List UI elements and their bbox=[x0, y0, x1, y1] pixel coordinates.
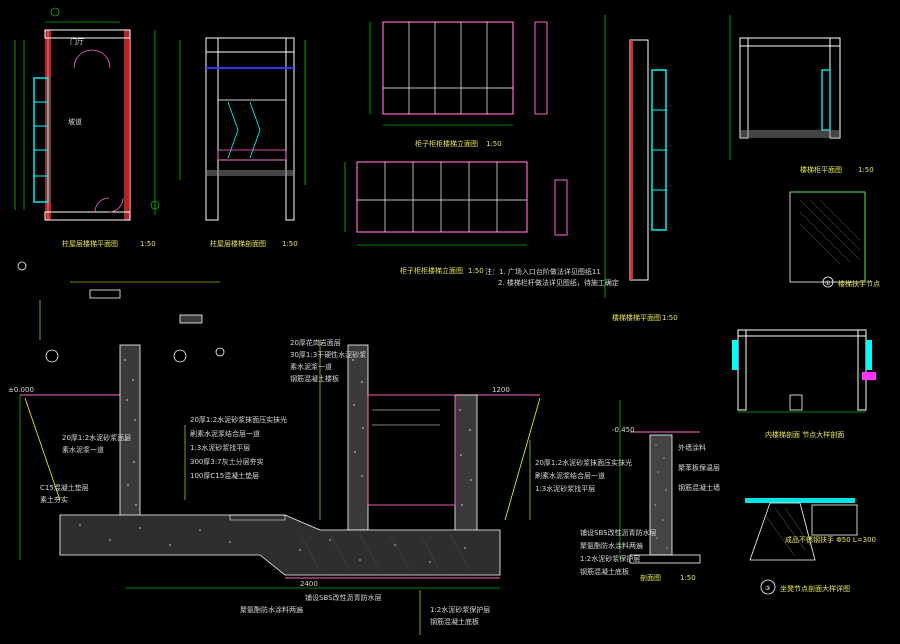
detail-1-label: 楼梯扶手节点 bbox=[838, 279, 880, 288]
main-far-left-3: C15混凝土垫层 bbox=[40, 483, 89, 492]
main-bottom-note-1: 铺设SBS改性沥青防水层 bbox=[305, 593, 382, 602]
section-doors-title: 柱屋层楼梯剖面图 bbox=[210, 239, 266, 248]
lower-right-note-1: 铺设SBS改性沥青防水层 bbox=[580, 528, 657, 537]
view-cabinet-elevation-a: 柜子柜柜楼梯立面图 1:50 bbox=[369, 21, 548, 148]
view-cabinet-elevation-b: 柜子柜柜楼梯立面图 1:50 注：1. 广场入口台阶做法详见图纸11 2. 楼梯… bbox=[344, 161, 619, 287]
view-main-section: ±0.000 2400 1200 20厚1:2水泥砂浆抹面压实抹光 刷素水泥浆结… bbox=[8, 338, 657, 635]
plan-left-scale: 1:50 bbox=[140, 240, 156, 248]
detail-3-title: 坐凳节点剖面大样详图 bbox=[780, 584, 850, 593]
main-far-left-1: 20厚1:2水泥砂浆面层 bbox=[62, 433, 131, 442]
main-top-note-4: 钢筋混凝土楼板 bbox=[290, 374, 339, 383]
note-line-1: 注：1. 广场入口台阶做法详见图纸11 bbox=[485, 267, 601, 276]
main-dim-bottom: 2400 bbox=[300, 580, 318, 588]
small-section-scale: 1:50 bbox=[680, 574, 696, 582]
view-small-section: 剖面图 1:50 外墙涂料 聚苯板保温层 钢筋混凝土墙 bbox=[619, 400, 720, 582]
main-bottom-note-4: 钢筋混凝土底板 bbox=[430, 617, 479, 626]
main-bottom-note-3: 1:2水泥砂浆保护层 bbox=[430, 605, 490, 614]
main-top-note-2: 30厚1:3干硬性水泥砂浆 bbox=[290, 350, 366, 359]
section-doors-scale: 1:50 bbox=[282, 240, 298, 248]
lower-right-note-3: 1:2水泥砂浆保护层 bbox=[580, 554, 640, 563]
right-mid-title: 内楼梯剖面 节点大样剖面 bbox=[765, 430, 844, 439]
view-section-upper-right: 楼梯柜平面图 1:50 bbox=[729, 15, 874, 174]
main-left-note-4: 300厚3:7灰土分层夯实 bbox=[190, 457, 264, 466]
main-left-note-3: 1:3水泥砂浆找平层 bbox=[190, 443, 250, 452]
lower-right-note-4: 钢筋混凝土底板 bbox=[580, 567, 629, 576]
small-right-1: 外墙涂料 bbox=[678, 443, 706, 452]
view-detail-3: 成品不锈钢扶手 Φ50 L=300 ③ 坐凳节点剖面大样详图 bbox=[745, 498, 876, 595]
main-right-note-1: 20厚1:2水泥砂浆抹面压实抹光 bbox=[535, 458, 632, 467]
main-level-top: ±0.000 bbox=[8, 386, 34, 394]
plan-left-title: 柱屋层楼梯平面图 bbox=[62, 239, 118, 248]
detail-3-number: ③ bbox=[765, 585, 770, 592]
view-plan-left: 门厅 坡道 柱屋层楼梯平面图 1:50 bbox=[14, 7, 160, 248]
small-right-2: 聚苯板保温层 bbox=[678, 463, 720, 472]
main-bottom-note-2: 聚氨酯防水涂料两遍 bbox=[240, 605, 303, 614]
plan-left-label-top: 门厅 bbox=[70, 37, 84, 46]
plan-left-label-mid: 坡道 bbox=[68, 117, 82, 126]
main-left-note-2: 刷素水泥浆结合层一道 bbox=[190, 429, 260, 438]
view-detail-1: ① 楼梯扶手节点 bbox=[789, 191, 880, 288]
main-top-note-3: 素水泥浆一道 bbox=[290, 362, 332, 371]
detail-1-number: ① bbox=[825, 280, 830, 287]
main-right-note-2: 刷素水泥浆结合层一道 bbox=[535, 471, 605, 480]
main-right-note-3: 1:3水泥砂浆找平层 bbox=[535, 484, 595, 493]
upper-right-scale: 1:50 bbox=[858, 166, 874, 174]
side-elev-scale: 1:50 bbox=[662, 314, 678, 322]
view-side-elevation: 楼梯楼梯平面图 1:50 bbox=[604, 15, 678, 322]
lower-right-note-2: 聚氨酯防水涂料两遍 bbox=[580, 541, 643, 550]
small-section-title: 剖面图 bbox=[640, 573, 661, 582]
elev-b-title: 柜子柜柜楼梯立面图 bbox=[400, 266, 463, 275]
lower-right-level: -0.450 bbox=[612, 426, 635, 434]
view-section-doors: 柱屋层楼梯剖面图 1:50 bbox=[179, 37, 306, 248]
main-far-left-2: 素水泥浆一道 bbox=[62, 445, 104, 454]
view-edge-detail bbox=[17, 261, 220, 340]
elev-b-scale: 1:50 bbox=[468, 267, 484, 275]
main-top-note-1: 20厚花岗岩面层 bbox=[290, 338, 341, 347]
side-elev-title: 楼梯楼梯平面图 bbox=[612, 313, 661, 322]
detail-3-callout: 成品不锈钢扶手 Φ50 L=300 bbox=[785, 535, 876, 544]
small-right-3: 钢筋混凝土墙 bbox=[678, 483, 720, 492]
note-line-2: 2. 楼梯栏杆做法详见图纸，待施工确定 bbox=[498, 278, 619, 287]
main-left-note-1: 20厚1:2水泥砂浆抹面压实抹光 bbox=[190, 415, 287, 424]
elev-a-scale: 1:50 bbox=[486, 140, 502, 148]
main-far-left-4: 素土夯实 bbox=[40, 495, 68, 504]
main-dim-right: 1200 bbox=[492, 386, 510, 394]
upper-right-title: 楼梯柜平面图 bbox=[800, 165, 842, 174]
main-left-note-5: 100厚C15混凝土垫层 bbox=[190, 471, 259, 480]
elev-a-title: 柜子柜柜楼梯立面图 bbox=[415, 139, 478, 148]
view-section-right-mid: 内楼梯剖面 节点大样剖面 bbox=[732, 329, 876, 439]
